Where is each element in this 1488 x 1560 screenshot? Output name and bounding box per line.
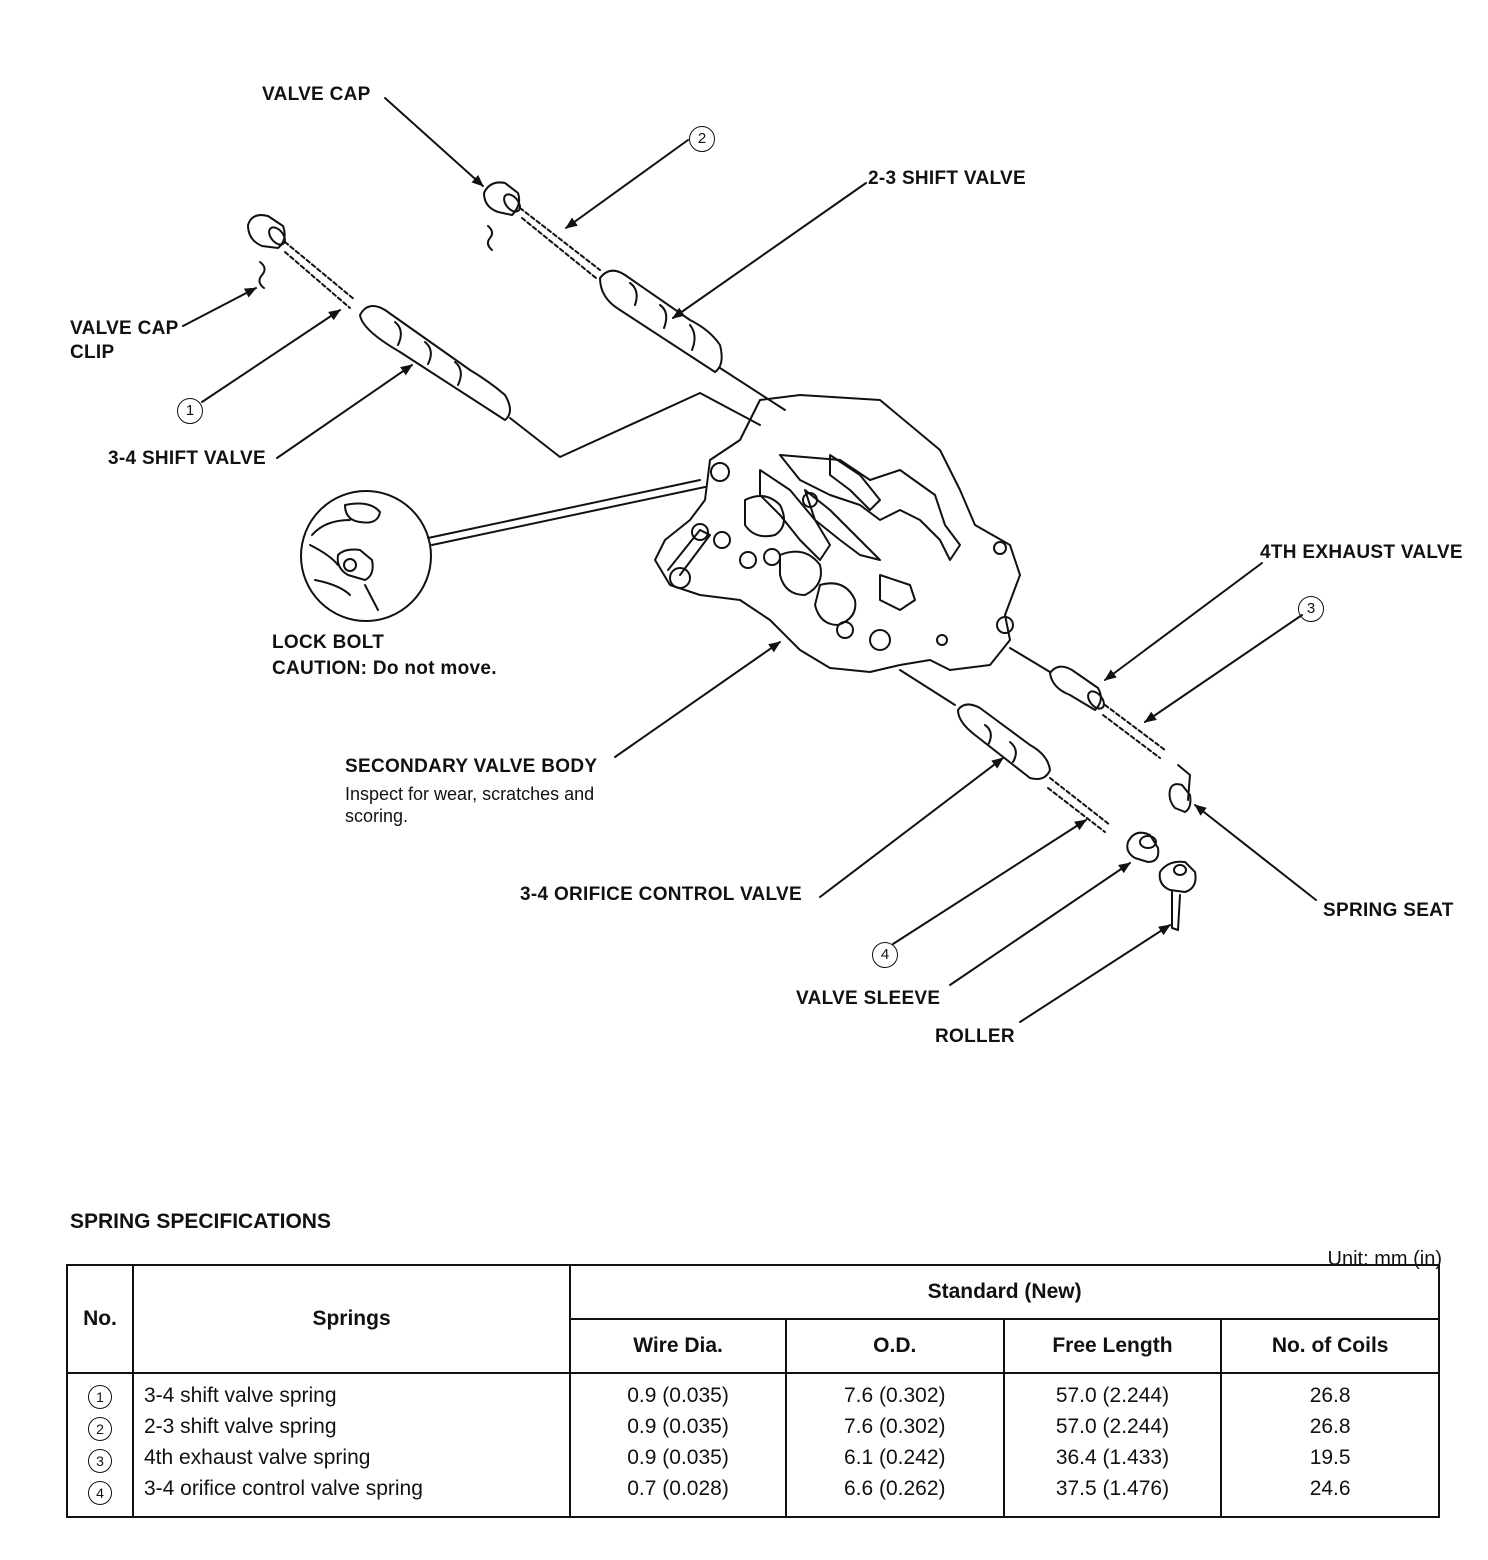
row-number: 3 xyxy=(87,1449,112,1473)
spring-name: 4th exhaust valve spring xyxy=(143,1446,371,1469)
label-caution: CAUTION: Do not move. xyxy=(272,658,497,680)
coils-value: 26.8 xyxy=(1309,1384,1351,1407)
label-valve-sleeve: VALVE SLEEVE xyxy=(796,988,941,1009)
row-number: 4 xyxy=(87,1481,112,1505)
label-4th-exhaust-valve: 4TH EXHAUST VALVE xyxy=(1260,542,1463,563)
header-free-length: Free Length xyxy=(1002,1318,1223,1374)
caution-text: Do not move. xyxy=(372,658,497,679)
label-roller: ROLLER xyxy=(935,1026,1015,1047)
label-2-3-shift-valve: 2-3 SHIFT VALVE xyxy=(868,168,1026,189)
wire-dia-value: 0.9 (0.035) xyxy=(627,1384,729,1407)
caution-prefix: CAUTION: xyxy=(272,658,368,679)
wire-dia-value: 0.7 (0.028) xyxy=(627,1477,729,1500)
spring-name: 3-4 orifice control valve spring xyxy=(143,1477,423,1500)
wire-dia-value: 0.9 (0.035) xyxy=(627,1446,729,1469)
od-value: 7.6 (0.302) xyxy=(843,1415,946,1438)
callout-2: 2 xyxy=(689,126,715,152)
free-length-value: 37.5 (1.476) xyxy=(1055,1477,1170,1500)
coils-value: 24.6 xyxy=(1309,1477,1351,1500)
table-row: 1 2 3 4 3-4 shift valve spring 2-3 shift… xyxy=(66,1372,1440,1518)
header-springs: Springs xyxy=(131,1264,572,1374)
header-no: No. xyxy=(66,1264,134,1374)
secondary-valve-body xyxy=(654,394,1021,673)
spec-title: SPRING SPECIFICATIONS xyxy=(70,1210,331,1233)
spring-name: 2-3 shift valve spring xyxy=(143,1415,337,1438)
label-secondary-valve-body: SECONDARY VALVE BODY xyxy=(345,756,598,777)
header-wire-dia: Wire Dia. xyxy=(569,1318,787,1374)
callout-1: 1 xyxy=(177,398,203,424)
coils-value: 26.8 xyxy=(1309,1415,1351,1438)
spring-spec-table: No. Springs Standard (New) Wire Dia. O.D… xyxy=(66,1264,1440,1518)
orifice-control-valve-assembly xyxy=(899,669,1160,863)
label-valve-cap: VALVE CAP xyxy=(262,84,371,105)
cell-spring-names: 3-4 shift valve spring 2-3 shift valve s… xyxy=(131,1372,572,1518)
label-valve-cap-clip-line2: CLIP xyxy=(70,342,115,363)
roller xyxy=(1158,860,1197,931)
label-valve-cap-clip-line1: VALVE CAP xyxy=(70,318,179,339)
lock-bolt-inset xyxy=(300,479,706,622)
free-length-value: 36.4 (1.433) xyxy=(1055,1446,1170,1469)
shift-valve-3-4-assembly xyxy=(247,214,761,458)
cell-wire-dia: 0.9 (0.035) 0.9 (0.035) 0.9 (0.035) 0.7 … xyxy=(569,1372,787,1518)
wire-dia-value: 0.9 (0.035) xyxy=(627,1415,729,1438)
label-lock-bolt: LOCK BOLT xyxy=(272,632,385,653)
od-value: 7.6 (0.302) xyxy=(843,1384,946,1407)
label-3-4-shift-valve: 3-4 SHIFT VALVE xyxy=(108,448,266,469)
cell-od: 7.6 (0.302) 7.6 (0.302) 6.1 (0.242) 6.6 … xyxy=(784,1372,1005,1518)
callout-4: 4 xyxy=(872,942,898,968)
od-value: 6.1 (0.242) xyxy=(843,1446,946,1469)
note-secondary-line1: Inspect for wear, scratches and xyxy=(345,784,595,804)
free-length-value: 57.0 (2.244) xyxy=(1055,1384,1170,1407)
label-spring-seat: SPRING SEAT xyxy=(1323,900,1454,921)
callout-3: 3 xyxy=(1298,596,1324,622)
header-standard: Standard (New) xyxy=(569,1264,1440,1320)
header-od: O.D. xyxy=(784,1318,1005,1374)
cell-coils: 26.8 26.8 19.5 24.6 xyxy=(1220,1372,1440,1518)
note-secondary-line2: scoring. xyxy=(345,806,409,826)
shift-valve-2-3-assembly xyxy=(483,181,786,411)
header-coils: No. of Coils xyxy=(1220,1318,1440,1374)
label-3-4-orifice-control-valve: 3-4 ORIFICE CONTROL VALVE xyxy=(520,884,802,905)
cell-free-length: 57.0 (2.244) 57.0 (2.244) 36.4 (1.433) 3… xyxy=(1002,1372,1223,1518)
exhaust-valve-4th-assembly xyxy=(1009,647,1192,813)
cell-numbers: 1 2 3 4 xyxy=(66,1372,134,1518)
coils-value: 19.5 xyxy=(1309,1446,1351,1469)
free-length-value: 57.0 (2.244) xyxy=(1055,1415,1170,1438)
row-number: 2 xyxy=(87,1417,112,1441)
od-value: 6.6 (0.262) xyxy=(843,1477,946,1500)
spring-name: 3-4 shift valve spring xyxy=(143,1384,337,1407)
row-number: 1 xyxy=(87,1385,112,1409)
leader-lines xyxy=(182,97,1317,1023)
exploded-valve-diagram xyxy=(182,97,1317,1023)
